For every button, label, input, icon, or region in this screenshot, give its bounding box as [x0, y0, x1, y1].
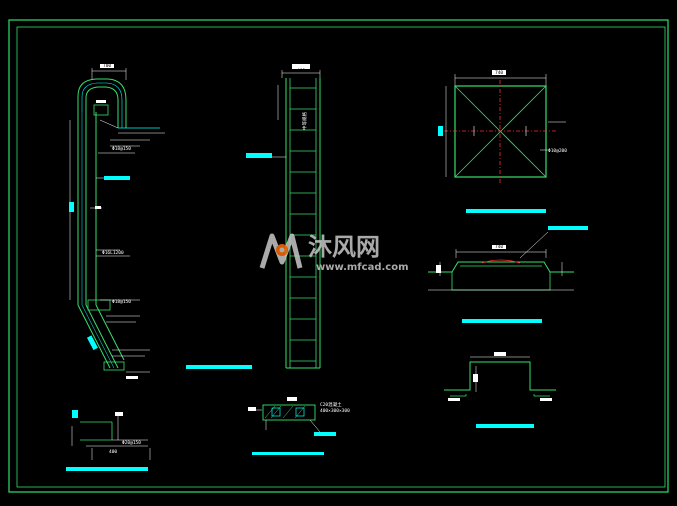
- manhole-cover-plan: [438, 70, 566, 184]
- watermark-title: 沐风网: [308, 233, 380, 261]
- plan-caption: [466, 209, 546, 213]
- hook-ladder-profile: [69, 64, 165, 379]
- hook-rebar-note-a: Φ18@150: [112, 146, 131, 152]
- plan-rebar-note: Φ10@200: [548, 148, 567, 154]
- mfcad-logo-icon: [259, 233, 303, 269]
- slab-note-size: 400×300×300: [320, 408, 350, 414]
- small-detail-rebar: Φ20@150: [122, 440, 141, 446]
- bracket-detail: [444, 352, 556, 401]
- ladder-rung-note: 中等规格: [301, 112, 308, 130]
- watermark: 沐风网 www.mfcad.com: [259, 233, 409, 273]
- section-dimension-740: 740: [495, 244, 503, 250]
- hook-rebar-note-b: Φ18@150: [112, 299, 131, 305]
- slab-caption: [252, 452, 324, 455]
- hook-rebar-note-c: Φ16L1200: [102, 250, 124, 256]
- bracket-caption: [476, 424, 534, 428]
- section-caption: [462, 319, 542, 323]
- hook-top-dimension: 700: [103, 63, 111, 69]
- manhole-cover-section: [428, 226, 588, 291]
- outer-frame: [8, 19, 669, 493]
- slab-note-concrete: C20混凝土: [320, 401, 342, 408]
- small-detail-dimension: 400: [109, 449, 117, 455]
- inner-frame: [16, 26, 666, 488]
- hook-profile-caption: [186, 365, 252, 369]
- small-detail-caption: [66, 467, 148, 471]
- plan-dimension-740: 740: [495, 70, 503, 76]
- slab-section-detail: [248, 397, 336, 436]
- ladder-inner-width: 400: [297, 68, 305, 74]
- watermark-url: www.mfcad.com: [316, 262, 409, 273]
- straight-ladder-elevation: [246, 64, 321, 369]
- small-footing-detail: [71, 410, 151, 460]
